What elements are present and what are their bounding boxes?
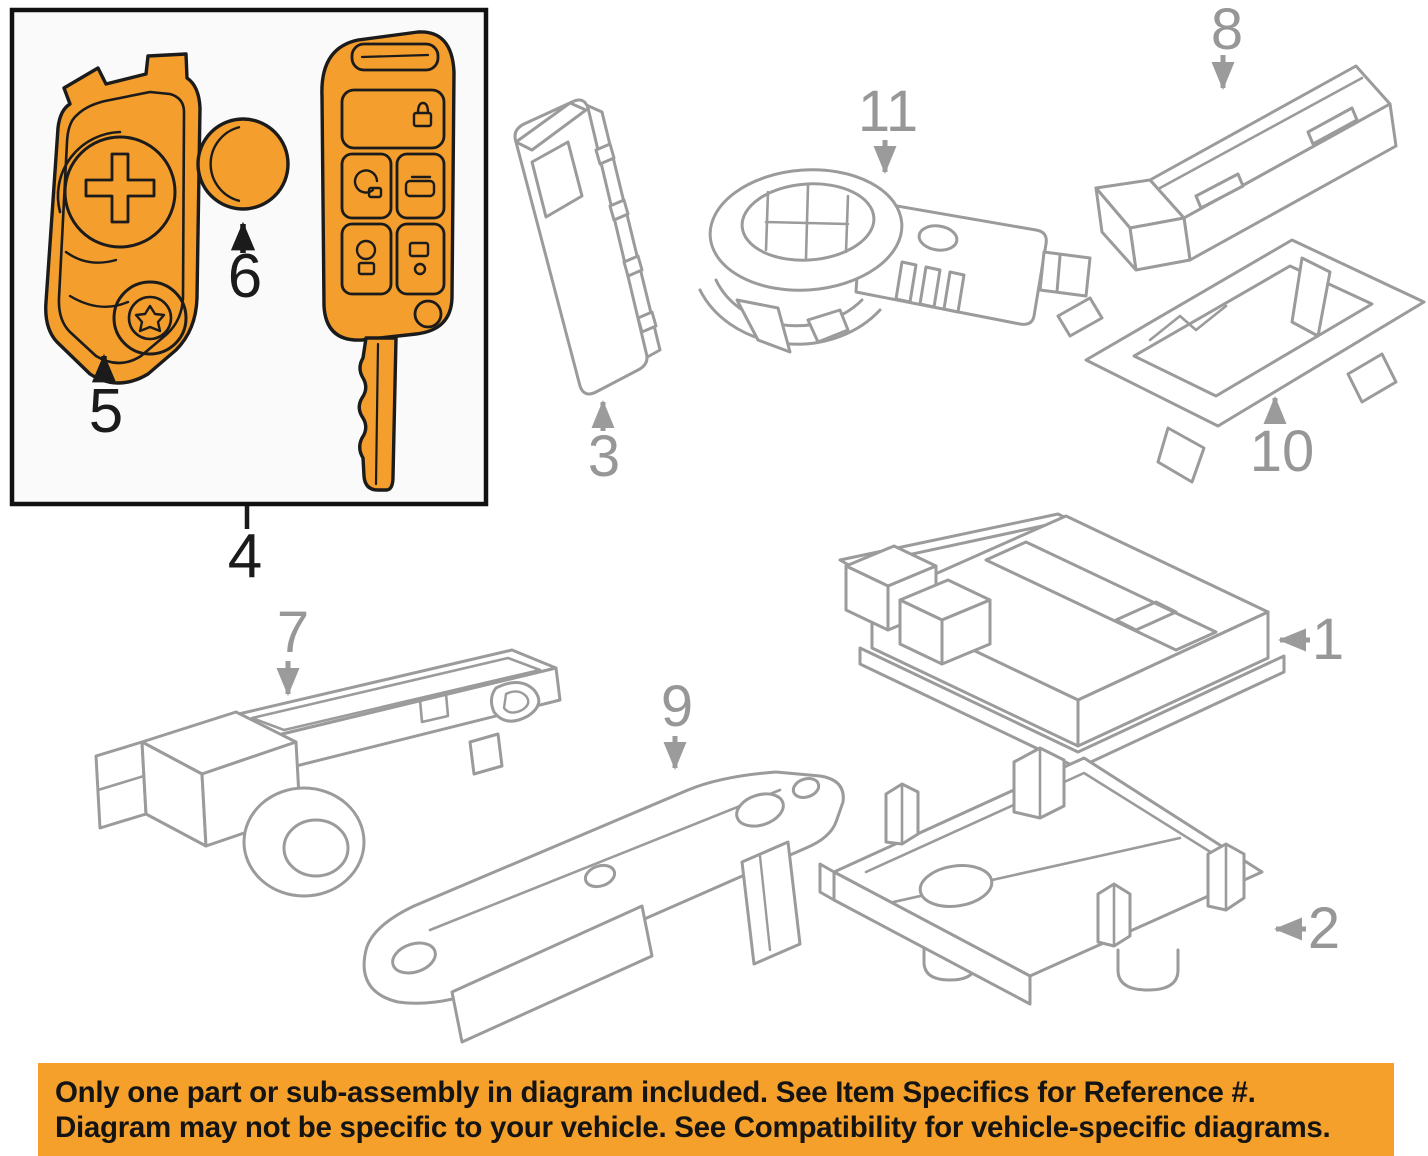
callout-1-label: 1 xyxy=(1311,607,1345,672)
disclaimer-banner: Only one part or sub-assembly in diagram… xyxy=(38,1063,1394,1156)
callout-8-label: 8 xyxy=(1210,0,1244,62)
callout-9-label: 9 xyxy=(660,674,694,739)
part-9-mount-plate-drawing xyxy=(362,770,845,1044)
banner-line-2: Diagram may not be specific to your vehi… xyxy=(55,1111,1331,1144)
callout-10-label: 10 xyxy=(1249,419,1315,484)
banner-line-1: Only one part or sub-assembly in diagram… xyxy=(55,1076,1256,1109)
part-4-flip-key-drawing xyxy=(320,30,456,492)
callout-4-label: 4 xyxy=(227,522,263,591)
callout-7-label: 7 xyxy=(276,600,310,665)
callout-3-label: 3 xyxy=(587,424,621,489)
black-callout-arrows xyxy=(91,221,256,383)
part-11-immobilizer-ring-drawing xyxy=(698,168,1092,354)
callout-5-label: 5 xyxy=(88,377,124,446)
part-10-bracket-frame-drawing xyxy=(1056,238,1426,484)
callout-6-label: 6 xyxy=(227,242,263,311)
callout-11-label: 11 xyxy=(857,79,919,144)
part-3-receiver-module-drawing xyxy=(513,98,662,396)
part-8-antenna-module-drawing xyxy=(1094,64,1398,272)
part-2-mount-bracket-drawing xyxy=(818,746,1264,1006)
callout-2-label: 2 xyxy=(1307,896,1341,961)
part-6-battery-drawing xyxy=(196,117,290,211)
gray-callout-arrows xyxy=(276,55,1310,941)
part-5-key-fob-back-drawing xyxy=(44,52,202,385)
part-1-control-module-drawing xyxy=(838,512,1286,770)
part-7-antenna-module-drawing xyxy=(94,648,562,898)
